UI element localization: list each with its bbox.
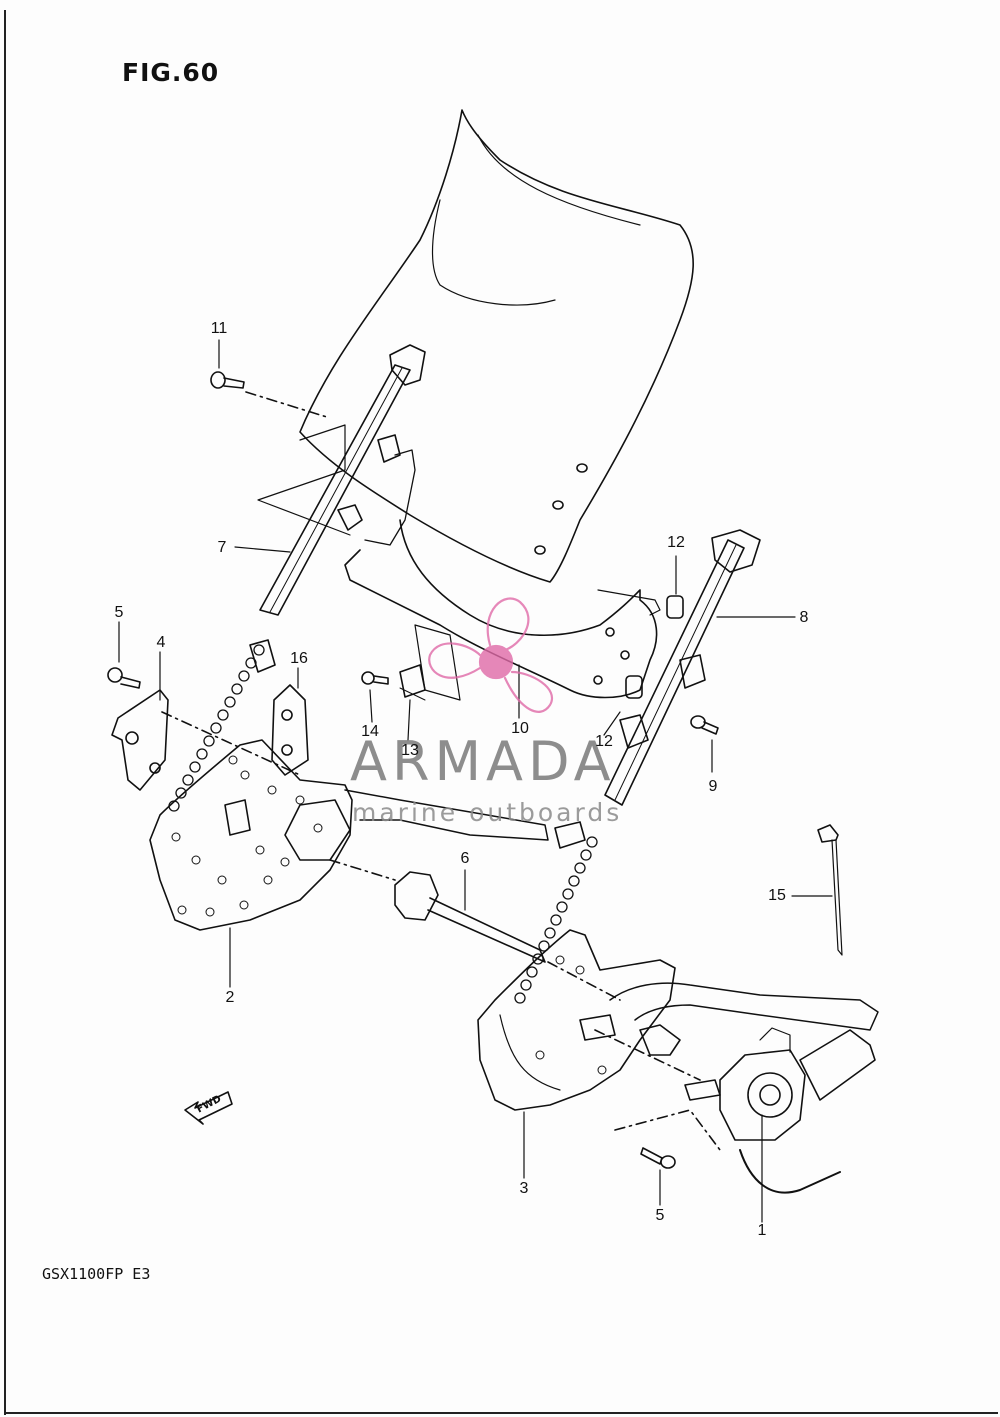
windscreen-drawing: [299, 109, 694, 699]
part-label-5-left: 5: [114, 604, 124, 621]
part-label-6: 6: [460, 850, 470, 867]
part-label-12-upper: 12: [667, 534, 685, 551]
part-label-16: 16: [290, 650, 308, 667]
left-gear-plate-drawing: [149, 639, 549, 931]
small-parts-drawing: [361, 624, 843, 956]
part-label-14: 14: [361, 723, 379, 740]
part-label-7: 7: [217, 539, 227, 556]
model-code: GSX1100FP E3: [42, 1265, 151, 1283]
part-label-8: 8: [799, 609, 809, 626]
shaft-6-drawing: [329, 859, 621, 1001]
watermark-tagline: marine outboards: [352, 798, 623, 827]
part-label-11: 11: [210, 320, 228, 337]
part-label-4: 4: [156, 634, 166, 651]
part-label-9: 9: [708, 778, 718, 795]
part-label-13: 13: [401, 742, 419, 759]
left-rail-drawing: [259, 344, 426, 616]
part-label-5-lower: 5: [655, 1207, 665, 1224]
leader-lines: [118, 339, 833, 1223]
part-label-3: 3: [519, 1180, 529, 1197]
bolt-5-lower-drawing: [640, 1147, 676, 1169]
bolt-11-drawing: [210, 371, 351, 536]
part-label-12-lower: 12: [595, 733, 613, 750]
figure-title: FIG.60: [122, 58, 220, 87]
watermark-brand: ARMADA: [350, 730, 616, 793]
frame-left-edge: [4, 10, 6, 1415]
right-gear-plate-drawing: [477, 821, 879, 1111]
frame-bottom-edge: [4, 1412, 998, 1414]
bracket-4-drawing: [107, 667, 301, 791]
fwd-arrow-drawing: [184, 1091, 233, 1125]
right-rail-drawing: [604, 529, 761, 806]
motor-1-drawing: [594, 1027, 876, 1194]
bracket-16-drawing: [271, 684, 309, 776]
part-label-1: 1: [757, 1222, 767, 1239]
propeller-logo: [428, 597, 554, 713]
part-label-2: 2: [225, 989, 235, 1006]
part-label-15: 15: [768, 887, 786, 904]
part-label-10: 10: [511, 720, 529, 737]
